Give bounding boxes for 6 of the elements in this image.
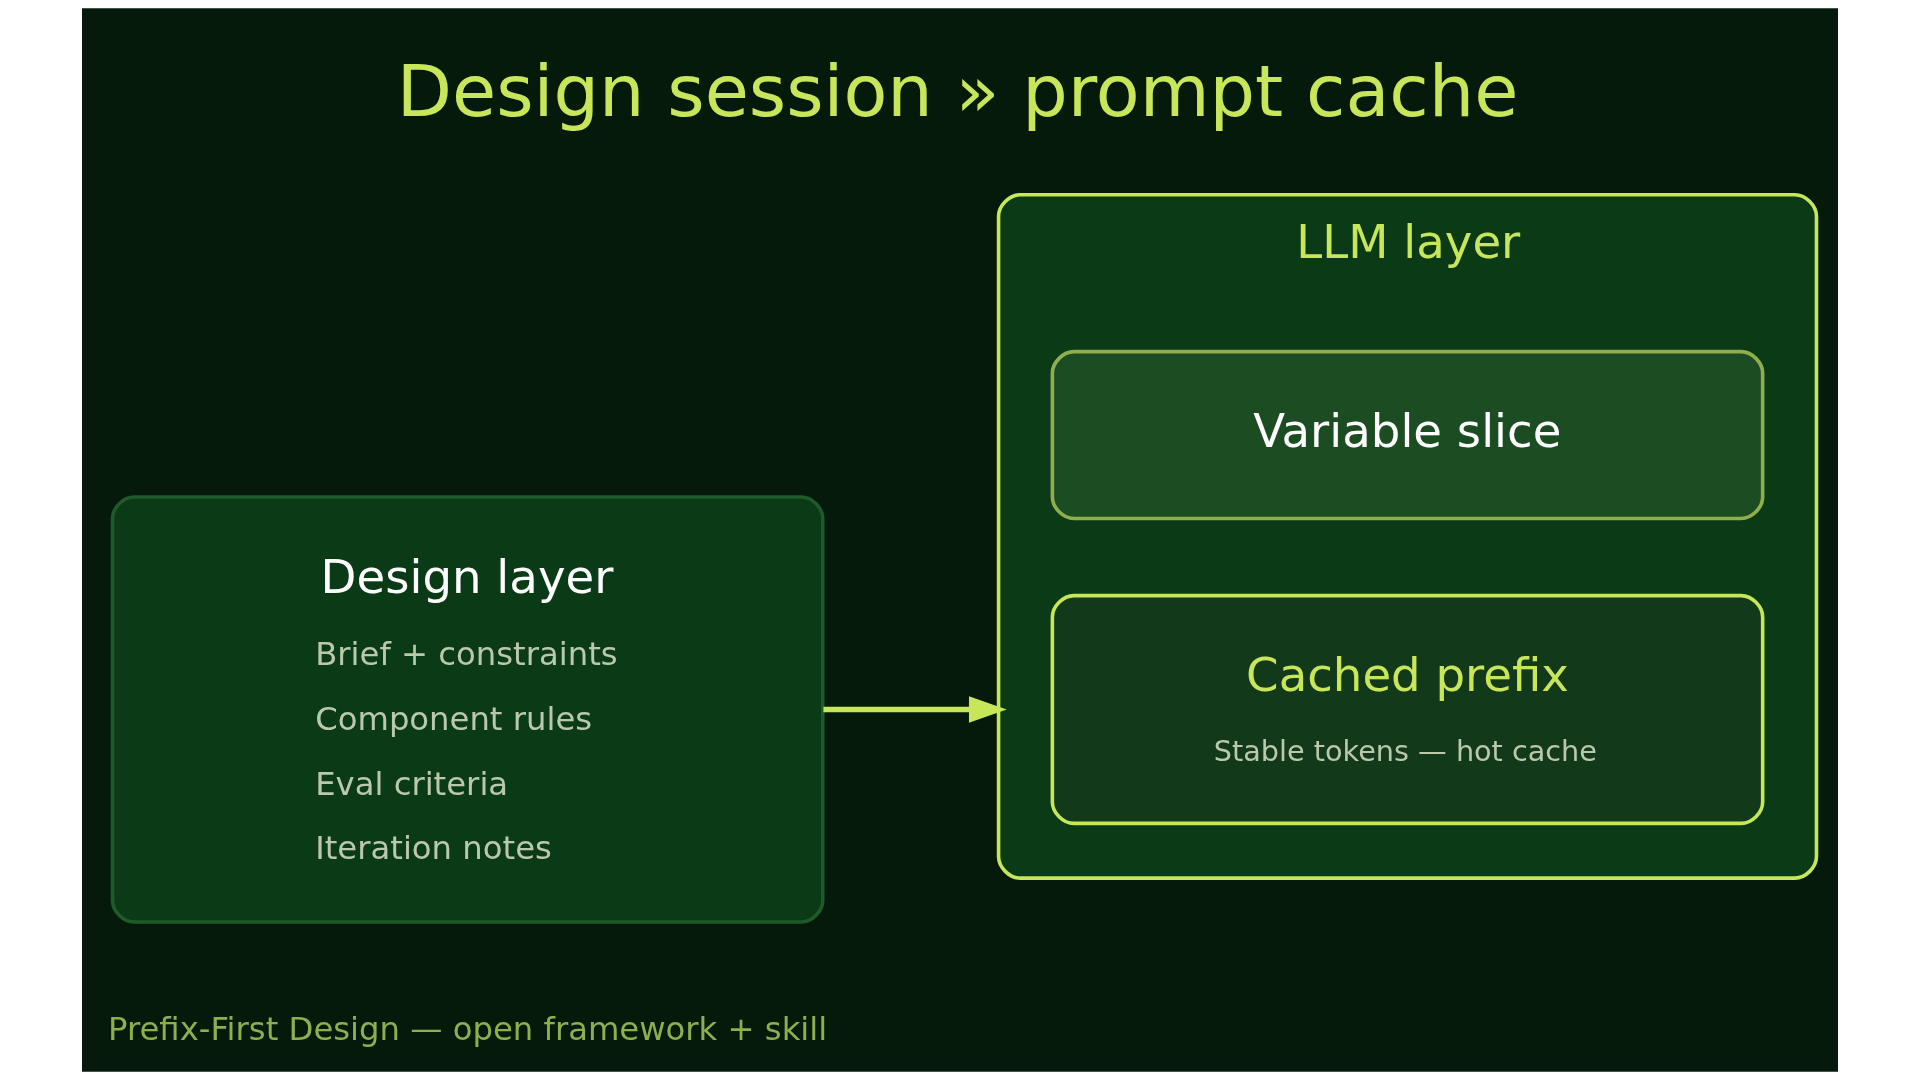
node-box: Design layer Brief + constraints Component rules Eval criteria Iteration notes xyxy=(110,495,825,924)
arrow xyxy=(823,696,1007,723)
diagram-title: Design session » prompt cache xyxy=(396,48,1519,133)
caption: Prefix-First Design — open framework + skill xyxy=(108,1010,828,1049)
node-box: Cached prefix Stable tokens — hot cache xyxy=(1050,593,1765,826)
node-box: Variable slice xyxy=(1050,349,1765,521)
